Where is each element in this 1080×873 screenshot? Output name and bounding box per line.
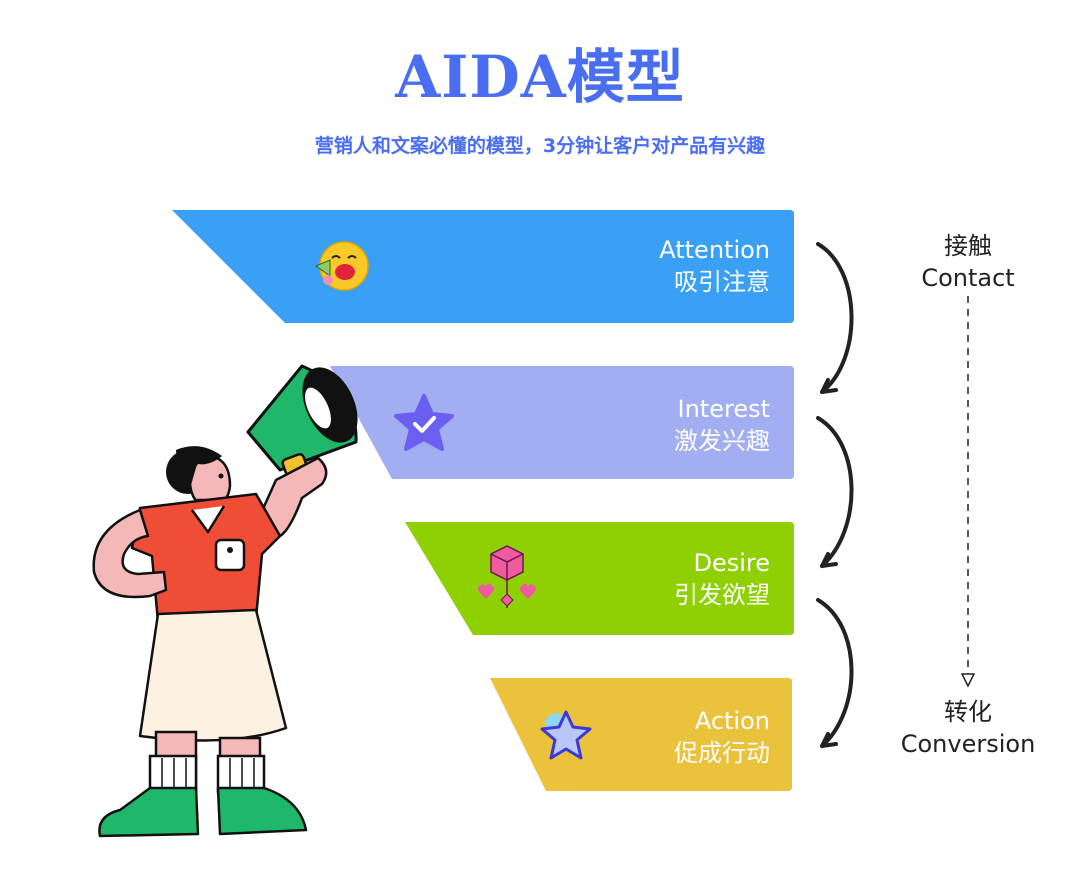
arrow-attention-to-interest [816, 242, 854, 394]
stage-interest-en: Interest [677, 395, 770, 423]
stage-desire: Desire 引发欲望 [405, 522, 794, 635]
stage-attention-zh: 吸引注意 [674, 268, 770, 296]
page-title: AIDA模型 [395, 43, 685, 111]
arrow-interest-to-desire [816, 416, 854, 568]
stage-desire-en: Desire [693, 549, 770, 577]
side-label-conversion-zh: 转化 [944, 698, 992, 726]
stage-attention-shape [172, 210, 794, 323]
page-subtitle: 营销人和文案必懂的模型，3分钟让客户对产品有兴趣 [314, 135, 766, 157]
stage-desire-zh: 引发欲望 [674, 581, 770, 609]
side-label-contact-zh: 接触 [944, 232, 992, 260]
side-label-conversion-en: Conversion [900, 730, 1036, 758]
side-label-conversion: 转化 Conversion [888, 696, 1048, 760]
stage-attention: Attention 吸引注意 [172, 210, 794, 323]
stage-interest-shape [330, 366, 794, 479]
contact-to-conversion-dashed-arrow [960, 296, 976, 688]
stage-action-text: Action 促成行动 [674, 705, 770, 769]
stage-interest: Interest 激发兴趣 [330, 366, 794, 479]
megaphone-icon [246, 364, 358, 489]
arrow-desire-to-action [816, 598, 854, 748]
woman-with-megaphone-illustration [92, 364, 358, 838]
stage-action-zh: 促成行动 [674, 739, 770, 767]
side-label-contact-en: Contact [921, 264, 1015, 292]
stage-interest-zh: 激发兴趣 [674, 427, 770, 455]
stage-attention-text: Attention 吸引注意 [659, 234, 770, 298]
stage-attention-en: Attention [659, 236, 770, 264]
heart-gift-icon [471, 542, 543, 614]
stage-interest-text: Interest 激发兴趣 [674, 393, 770, 457]
emoji-megaphone-face-icon [312, 236, 372, 296]
stage-action-shape [490, 678, 792, 791]
star-check-icon [392, 392, 456, 452]
stage-desire-text: Desire 引发欲望 [674, 547, 770, 611]
stage-action-en: Action [694, 707, 770, 735]
stage-action: Action 促成行动 [490, 678, 792, 791]
side-label-contact: 接触 Contact [898, 230, 1038, 294]
stage-arrows [816, 242, 854, 748]
star-icon [538, 708, 594, 762]
